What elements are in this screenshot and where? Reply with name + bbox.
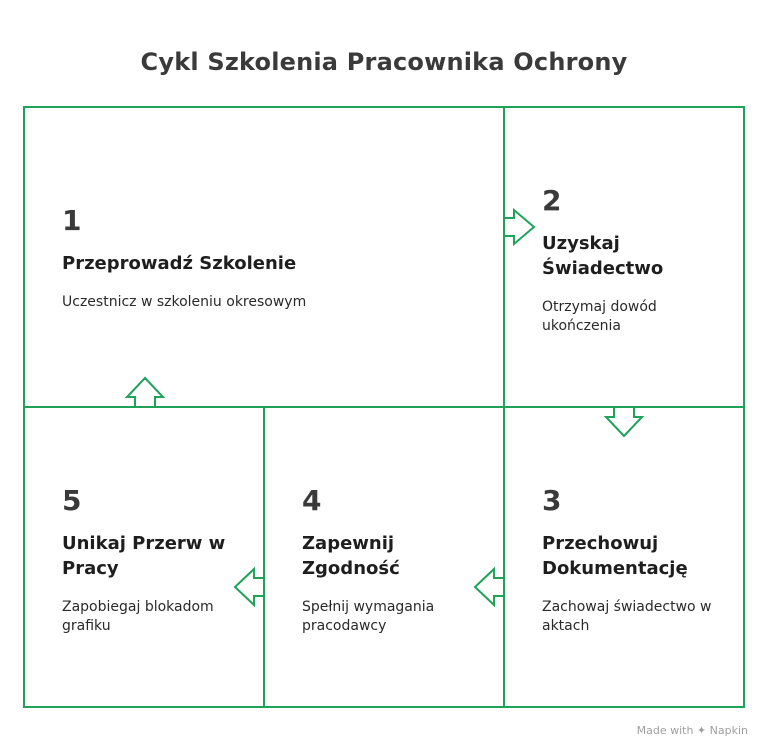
step-description: Spełnij wymagania pracodawcy xyxy=(302,599,435,634)
step-description: Zapobiegaj blokadom grafiku xyxy=(62,599,214,634)
step-3: 3 Przechowuj Dokumentację Zachowaj świad… xyxy=(542,487,732,636)
step-number: 1 xyxy=(62,204,82,237)
step-description: Zachowaj świadectwo w aktach xyxy=(542,599,712,634)
step-4: 4 Zapewnij Zgodność Spełnij wymagania pr… xyxy=(302,487,482,636)
step-number: 3 xyxy=(542,484,562,517)
step-title: Przeprowadź Szkolenie xyxy=(62,253,297,274)
arrow-down-icon xyxy=(603,406,645,438)
step-title: Uzyskaj Świadectwo xyxy=(542,233,664,279)
step-title: Przechowuj Dokumentację xyxy=(542,533,688,579)
diagram-title: Cykl Szkolenia Pracownika Ochrony xyxy=(140,48,628,76)
step-2: 2 Uzyskaj Świadectwo Otrzymaj dowód ukoń… xyxy=(542,187,722,336)
arrow-left-icon xyxy=(473,566,505,608)
step-title: Zapewnij Zgodność xyxy=(302,533,400,579)
step-description: Uczestnicz w szkoleniu okresowym xyxy=(62,294,307,310)
step-5: 5 Unikaj Przerw w Pracy Zapobiegaj bloka… xyxy=(62,487,242,636)
step-number: 4 xyxy=(302,484,322,517)
step-1: 1 Przeprowadź Szkolenie Uczestnicz w szk… xyxy=(62,207,482,312)
step-description: Otrzymaj dowód ukończenia xyxy=(542,299,657,334)
arrow-up-icon xyxy=(124,376,166,408)
arrow-left-icon xyxy=(233,566,265,608)
step-title: Unikaj Przerw w Pracy xyxy=(62,533,226,579)
step-number: 2 xyxy=(542,184,562,217)
napkin-watermark: Made with ✦ Napkin xyxy=(636,724,748,737)
step-number: 5 xyxy=(62,484,82,517)
arrow-right-icon xyxy=(503,207,536,247)
